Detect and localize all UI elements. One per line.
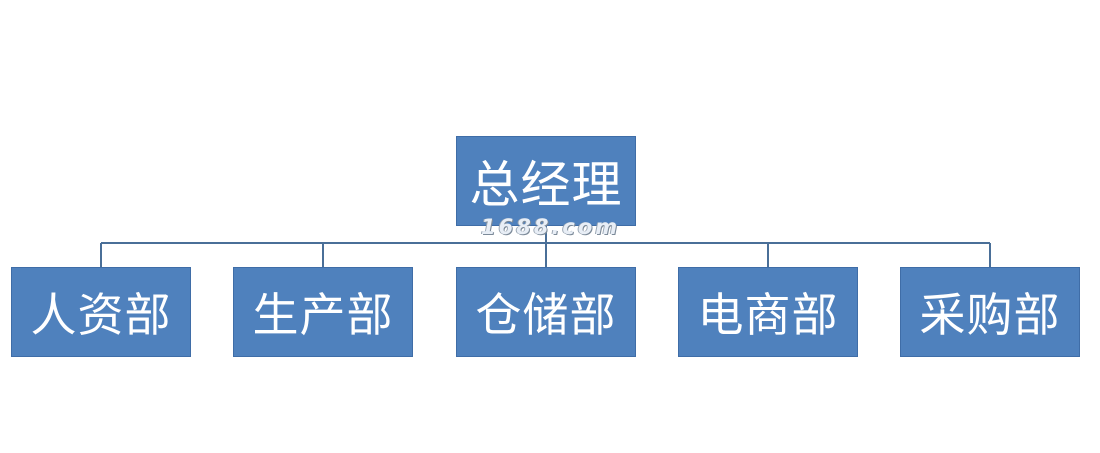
node-label: 电商部 bbox=[697, 288, 839, 342]
node-general-manager: 总经理 bbox=[456, 136, 636, 226]
node-label: 生产部 bbox=[252, 288, 394, 342]
node-warehouse-department: 仓储部 bbox=[456, 267, 636, 357]
node-label: 采购部 bbox=[919, 288, 1061, 342]
node-label: 总经理 bbox=[469, 156, 623, 214]
watermark-text: 1688.com bbox=[481, 215, 621, 239]
node-ecommerce-department: 电商部 bbox=[678, 267, 858, 357]
node-hr-department: 人资部 bbox=[11, 267, 191, 357]
node-label: 仓储部 bbox=[475, 288, 617, 342]
node-production-department: 生产部 bbox=[233, 267, 413, 357]
node-label: 人资部 bbox=[30, 288, 172, 342]
node-purchasing-department: 采购部 bbox=[900, 267, 1080, 357]
